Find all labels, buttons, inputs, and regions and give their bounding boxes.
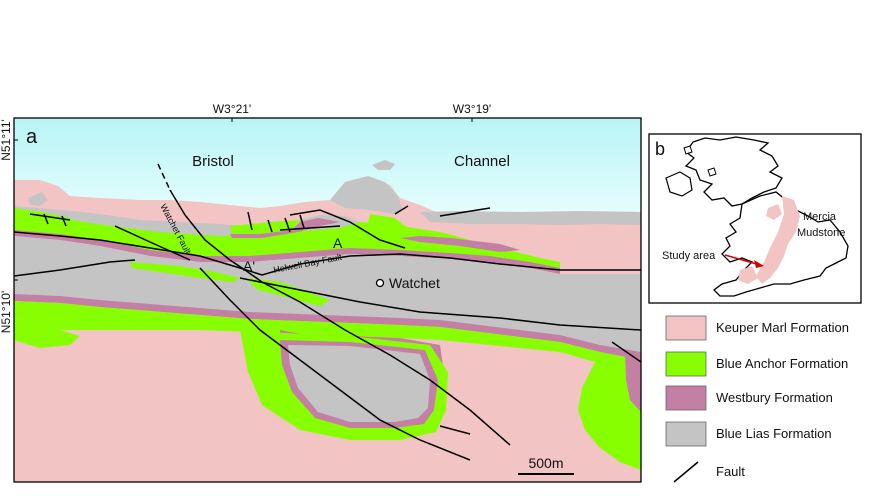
geologic-map xyxy=(14,118,641,482)
blue-anchor-fault-sliver xyxy=(130,262,240,282)
westbury-east xyxy=(625,352,641,412)
blue-anchor-south-rim xyxy=(14,301,641,420)
longitude-label-west: W3°21' xyxy=(213,102,251,116)
fault-tick-east-2 xyxy=(394,205,409,215)
fault-tick-west-3 xyxy=(61,215,67,227)
section-mark-a-prime: A' xyxy=(243,258,255,274)
helwell-bay-fault-trace xyxy=(14,231,641,276)
legend-swatch-blue-anchor xyxy=(665,351,707,377)
legend-swatch-westbury xyxy=(665,385,707,411)
fault-east-end xyxy=(611,341,641,363)
blue-anchor-coast-east xyxy=(368,214,410,238)
legend-swatch-keuper xyxy=(665,315,707,341)
blue-lias-lobe xyxy=(288,345,430,422)
fault-tick-west-2 xyxy=(43,213,49,225)
fault-tick-4 xyxy=(299,214,305,229)
scale-bar-label: 500m xyxy=(528,455,563,471)
scotland-outline xyxy=(684,136,783,207)
town-label: Watchet xyxy=(389,275,440,291)
fault-tick-east xyxy=(439,207,491,217)
study-area-label: Study area xyxy=(662,250,716,262)
watchet-fault-trace xyxy=(169,189,511,446)
fault-tick-1 xyxy=(247,211,253,231)
legend-label-westbury: Westbury Formation xyxy=(716,390,833,405)
legend-label-fault: Fault xyxy=(716,464,745,479)
panel-b-label: b xyxy=(655,139,665,159)
latitude-label-south: N51°10' xyxy=(0,291,13,333)
latitude-label-north: N51°11' xyxy=(0,119,13,161)
fault-tick-3 xyxy=(284,217,291,233)
town-marker xyxy=(375,278,385,288)
study-area-arrow xyxy=(724,254,761,266)
ireland-outline xyxy=(665,171,693,197)
fault-east xyxy=(239,277,641,331)
map-frame xyxy=(13,117,642,483)
island-1 xyxy=(683,145,693,155)
blue-anchor-band-north xyxy=(14,212,560,270)
fault-south-tick xyxy=(439,425,471,435)
blue-anchor-east xyxy=(578,362,641,470)
westbury-south-rim xyxy=(14,294,641,360)
legend: Keuper Marl Formation Blue Anchor Format… xyxy=(665,315,849,483)
legend-label-blue-anchor: Blue Anchor Formation xyxy=(716,356,848,371)
scale-bar: 500m xyxy=(518,455,574,475)
legend-swatch-blue-lias xyxy=(665,421,707,447)
longitude-label-east: W3°19' xyxy=(453,102,491,116)
foreshore-lias xyxy=(330,176,402,214)
mercia-mudstone-south xyxy=(738,266,758,284)
blue-anchor-west xyxy=(14,318,80,348)
watchet-fault-inferred xyxy=(157,163,171,191)
fault-tick-2 xyxy=(267,219,273,233)
foreshore-lias-east xyxy=(420,211,641,225)
mercia-label-line1: Mercia xyxy=(803,211,837,223)
westbury-east-coast xyxy=(400,236,520,252)
island-2 xyxy=(707,167,717,177)
sea-label-channel: Channel xyxy=(454,153,510,170)
mercia-mudstone-west xyxy=(766,204,782,220)
panel-a-label: a xyxy=(26,126,38,148)
blue-anchor-coast-west xyxy=(14,208,70,228)
section-mark-a: A xyxy=(333,235,343,251)
mercia-label-line2: Mudstone xyxy=(797,227,845,239)
uk-outline xyxy=(665,136,849,297)
fault-west-2 xyxy=(114,225,191,261)
legend-label-blue-lias: Blue Lias Formation xyxy=(716,426,832,441)
blue-lias-main xyxy=(14,236,641,352)
fault-coast xyxy=(289,209,406,249)
foreshore-lias-west xyxy=(28,192,48,206)
sea-label-bristol: Bristol xyxy=(192,153,234,170)
westbury-coast xyxy=(230,218,340,238)
foreshore-lias-islet xyxy=(372,160,395,170)
fault-south xyxy=(199,267,471,461)
faults xyxy=(14,163,641,461)
study-area-arrowhead xyxy=(754,260,764,268)
fault-west-1 xyxy=(14,259,136,277)
fault-coast-2 xyxy=(279,225,341,231)
mercia-mudstone-belt xyxy=(756,196,800,284)
legend-label-keuper: Keuper Marl Formation xyxy=(716,320,849,335)
legend-fault-symbol xyxy=(673,461,699,483)
